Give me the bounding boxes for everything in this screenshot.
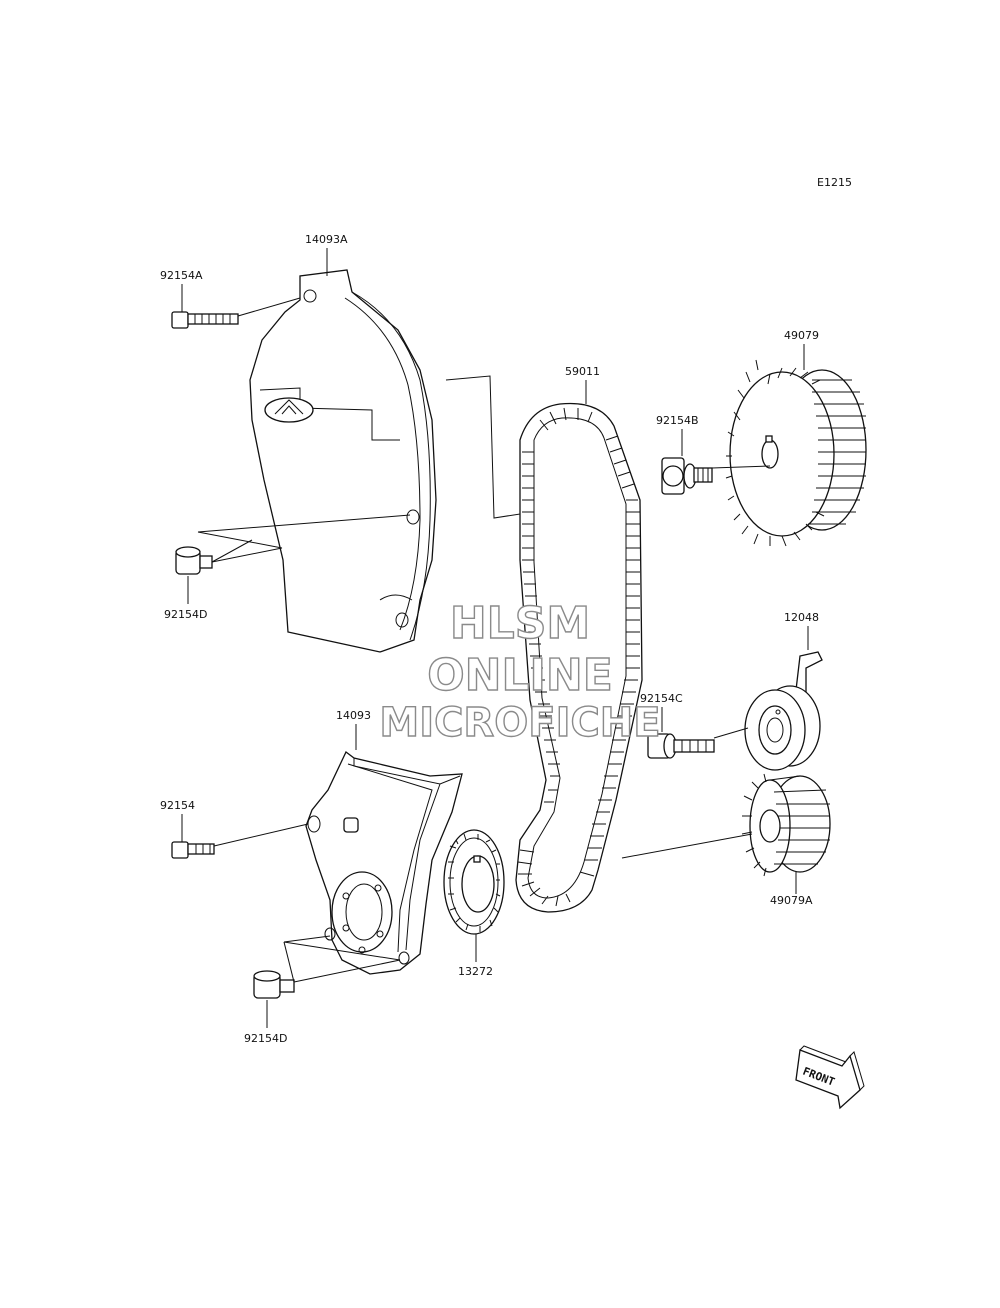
lower-timing-cover[interactable] (305, 751, 463, 975)
front-direction-arrow-icon: FRONT (795, 1045, 865, 1110)
label-49079: 49079 (784, 329, 819, 342)
label-92154A: 92154A (160, 269, 203, 282)
bolt-92154C[interactable] (647, 733, 715, 759)
label-92154D-lower: 92154D (244, 1032, 287, 1045)
label-14093A: 14093A (305, 233, 348, 246)
label-92154D-upper: 92154D (164, 608, 207, 621)
label-92154C: 92154C (640, 692, 683, 705)
watermark-line2: ONLINE (427, 650, 613, 701)
bolt-92154A[interactable] (171, 311, 239, 329)
label-12048: 12048 (784, 611, 819, 624)
bolt-92154B[interactable] (661, 457, 713, 495)
watermark-line3: MICROFICHE (379, 700, 660, 746)
bolt-92154D-lower[interactable] (253, 970, 295, 999)
bolt-92154D-upper[interactable] (175, 546, 213, 575)
timing-belt-59011[interactable] (515, 402, 643, 913)
tensioner-12048[interactable] (744, 651, 823, 771)
label-92154: 92154 (160, 799, 195, 812)
brand-logo-icon (264, 397, 314, 423)
cam-pulley-49079[interactable] (725, 359, 867, 547)
label-14093: 14093 (336, 709, 371, 722)
label-59011: 59011 (565, 365, 600, 378)
label-92154B: 92154B (656, 414, 699, 427)
label-49079A: 49079A (770, 894, 813, 907)
washer-13272[interactable] (443, 829, 505, 935)
bolt-92154[interactable] (171, 841, 215, 859)
upper-timing-cover[interactable] (249, 269, 437, 653)
crank-pulley-49079A[interactable] (741, 773, 831, 877)
label-13272: 13272 (458, 965, 493, 978)
diagram-code: E1215 (817, 176, 852, 189)
watermark-line1: HLSM (450, 598, 590, 649)
